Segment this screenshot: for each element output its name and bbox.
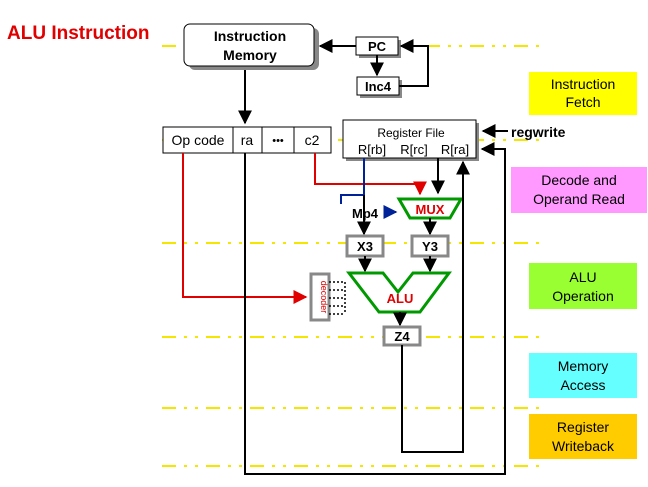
y3-label: Y3 [422, 239, 438, 254]
mp4-label: Mp4 [352, 206, 379, 221]
stage-label: Decode and [541, 172, 617, 188]
stage-label: Writeback [552, 438, 615, 454]
instruction-register: Op code ra ••• c2 [162, 126, 332, 154]
rb-to-mp4-wire [340, 158, 365, 204]
ir-field-opcode: Op code [172, 132, 225, 148]
c2-to-mux-wire [314, 153, 427, 196]
pc-label: PC [368, 39, 387, 54]
inc4-to-pc-wire [399, 39, 429, 87]
decoder-box [309, 272, 331, 322]
stage-label: Register [557, 419, 609, 435]
diagram-title: ALU Instruction [7, 23, 150, 44]
stage-box-writeback [529, 414, 637, 459]
stage-label: Operation [552, 288, 613, 304]
alu-label: ALU [387, 291, 414, 306]
ir-box [162, 126, 332, 154]
ir-field-c2: c2 [305, 132, 320, 148]
mux-shape [396, 197, 464, 220]
z4-label: Z4 [394, 329, 410, 344]
stage-label: Access [560, 377, 605, 393]
register-file-title: Register File [377, 126, 445, 140]
decoder-outputs [329, 281, 345, 315]
register-port-rc: R[rc] [400, 142, 427, 157]
z4-writeback-wire [401, 160, 470, 453]
stage-labels: Instruction Fetch Decode and Operand Rea… [511, 72, 647, 459]
stage-box-fetch [529, 72, 637, 115]
instruction-memory-box [183, 23, 315, 67]
stage-box-memory [529, 353, 637, 398]
x3-label: X3 [357, 239, 373, 254]
stage-label: Memory [558, 358, 609, 374]
mux-label: MUX [416, 202, 445, 217]
ir-field-ellipsis: ••• [272, 135, 284, 147]
decoder-label: decoder [319, 281, 329, 314]
stage-box-decode [511, 167, 647, 213]
register-file-box [342, 119, 477, 159]
register-port-rb: R[rb] [358, 142, 386, 157]
stage-label: Instruction [551, 76, 616, 92]
pc-wiring [238, 39, 429, 125]
instruction-memory-label: Memory [223, 47, 277, 63]
inc4-label: Inc4 [365, 79, 392, 94]
stage-label: Fetch [565, 94, 600, 110]
stage-label: Operand Read [533, 191, 625, 207]
register-port-ra: R[ra] [441, 142, 469, 157]
stage-label: ALU [569, 269, 596, 285]
stage-separators [162, 45, 545, 467]
regwrite-label: regwrite [511, 124, 566, 140]
alu-shape [345, 271, 452, 314]
instruction-memory-label: Instruction [214, 28, 286, 44]
ir-field-ra: ra [241, 132, 254, 148]
stage-box-alu [529, 263, 637, 309]
opcode-to-decoder-wire [182, 153, 308, 304]
ra-address-wire [244, 142, 506, 475]
